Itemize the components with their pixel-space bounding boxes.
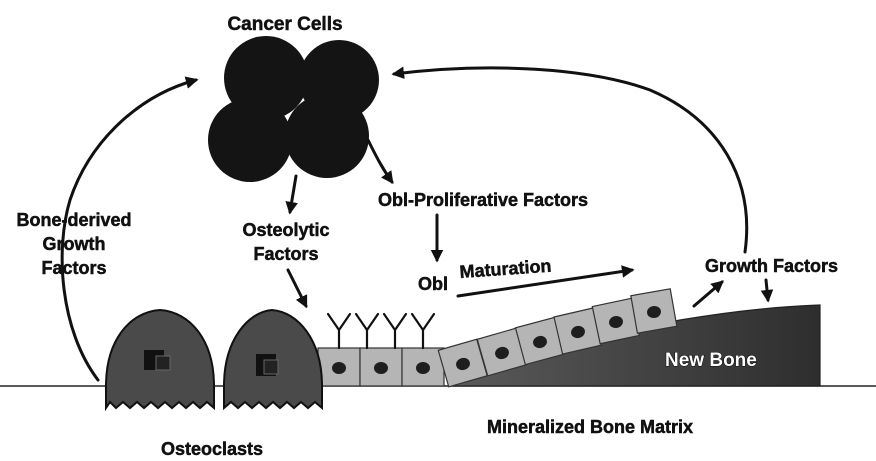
- arrow-growth-factors-down: [766, 280, 768, 300]
- receptor: [328, 314, 350, 348]
- cancer-cell: [285, 94, 369, 178]
- bone-derived-label: Bone-derived Growth Factors: [16, 210, 131, 278]
- osteoclast-2: [224, 310, 322, 408]
- receptor: [384, 314, 406, 348]
- osteoclast-nucleus: [264, 360, 278, 374]
- cancer-cells-label: Cancer Cells: [227, 14, 342, 35]
- osteoblast-lining: [318, 348, 444, 386]
- osteoclasts-label: Osteoclasts: [161, 439, 263, 459]
- receptor: [356, 314, 378, 348]
- osteoblast-cell: [402, 348, 444, 386]
- growth-factors-label: Growth Factors: [705, 256, 838, 276]
- osteoblast-cell: [631, 289, 677, 333]
- osteoclast-nucleus: [156, 356, 170, 370]
- bone-derived-line-2: Growth: [43, 234, 106, 254]
- cancer-cells-cluster: [208, 36, 379, 182]
- osteolytic-line-2: Factors: [253, 244, 318, 264]
- osteolytic-label: Osteolytic Factors: [242, 220, 329, 264]
- osteoclast-1: [106, 310, 214, 408]
- arrow-osteolytic-to-osteoclast: [288, 270, 306, 306]
- bone-derived-line-3: Factors: [41, 258, 106, 278]
- arrow-cancer-to-obl-factors: [368, 140, 392, 182]
- receptor: [412, 314, 434, 348]
- new-bone-label: New Bone: [665, 350, 757, 371]
- maturation-label: Maturation: [459, 256, 552, 282]
- obl-label: Obl: [418, 274, 448, 294]
- obl-proliferative-label: Obl-Proliferative Factors: [378, 190, 588, 210]
- arrow-cancer-to-osteolytic: [290, 176, 296, 212]
- osteolytic-line-1: Osteolytic: [242, 220, 329, 240]
- osteoblast-cell: [318, 348, 360, 386]
- arrow-to-growth-factors: [694, 282, 722, 306]
- mineralized-matrix-label: Mineralized Bone Matrix: [487, 417, 693, 437]
- bone-derived-line-1: Bone-derived: [16, 210, 131, 230]
- arrow-growth-to-cancer: [394, 68, 747, 252]
- cancer-cell: [208, 98, 292, 182]
- osteoblast-cell: [360, 348, 402, 386]
